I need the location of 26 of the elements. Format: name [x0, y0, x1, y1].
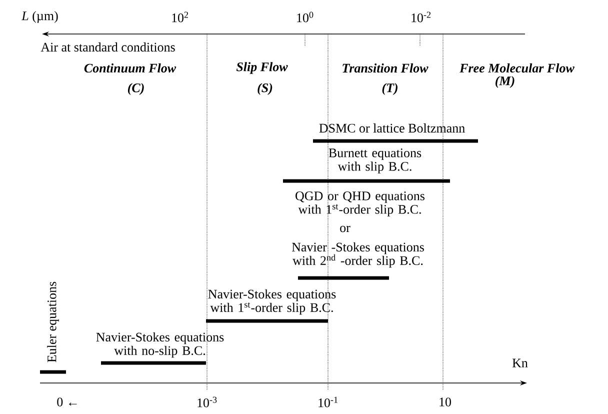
- method-label: Navier-Stokes equations with no-slip B.C.: [96, 332, 224, 358]
- axis-label: Kn: [512, 358, 528, 368]
- regime-label: (M): [496, 76, 514, 88]
- method-label: Navier-Stokes equations with 1$^{st}$-order slip B.C.: [208, 289, 336, 315]
- method-label: Burnett equations with slip B.C.: [328, 148, 422, 174]
- tick-label: 10$^{-2}$: [412, 12, 431, 22]
- axis-label: L (µm): [21, 11, 58, 23]
- regime-label: Transition Flow: [342, 63, 428, 73]
- tick-label: 10$^{-3}$: [198, 396, 217, 408]
- tick-label: 10: [440, 398, 451, 406]
- method-label: QGD or QHD equations with 1$^{st}$-order slip B.C.: [296, 192, 424, 216]
- regime-label: Slip Flow: [236, 62, 288, 74]
- method-label: or: [340, 226, 350, 232]
- regime-label: (T): [382, 83, 398, 95]
- tick-label: 0 ←: [57, 398, 77, 406]
- tick-label: 10$^{2}$: [172, 12, 188, 22]
- method-label: Euler equations: [47, 282, 59, 362]
- regime-label: (S): [258, 83, 272, 95]
- tick-label: 10$^{0}$: [297, 12, 314, 22]
- method-label: DSMC or lattice Boltzmann: [319, 123, 465, 133]
- regime-label: (C): [128, 83, 144, 95]
- axis-caption: Air at standard conditions: [40, 42, 175, 52]
- regime-label: Free Molecular Flow: [460, 63, 574, 73]
- regime-label: Continuum Flow: [84, 63, 176, 73]
- method-label: Navier -Stokes equations with 2$^{nd}$ -order slip B.C.: [292, 242, 424, 268]
- tick-label: 10$^{-1}$: [318, 396, 338, 408]
